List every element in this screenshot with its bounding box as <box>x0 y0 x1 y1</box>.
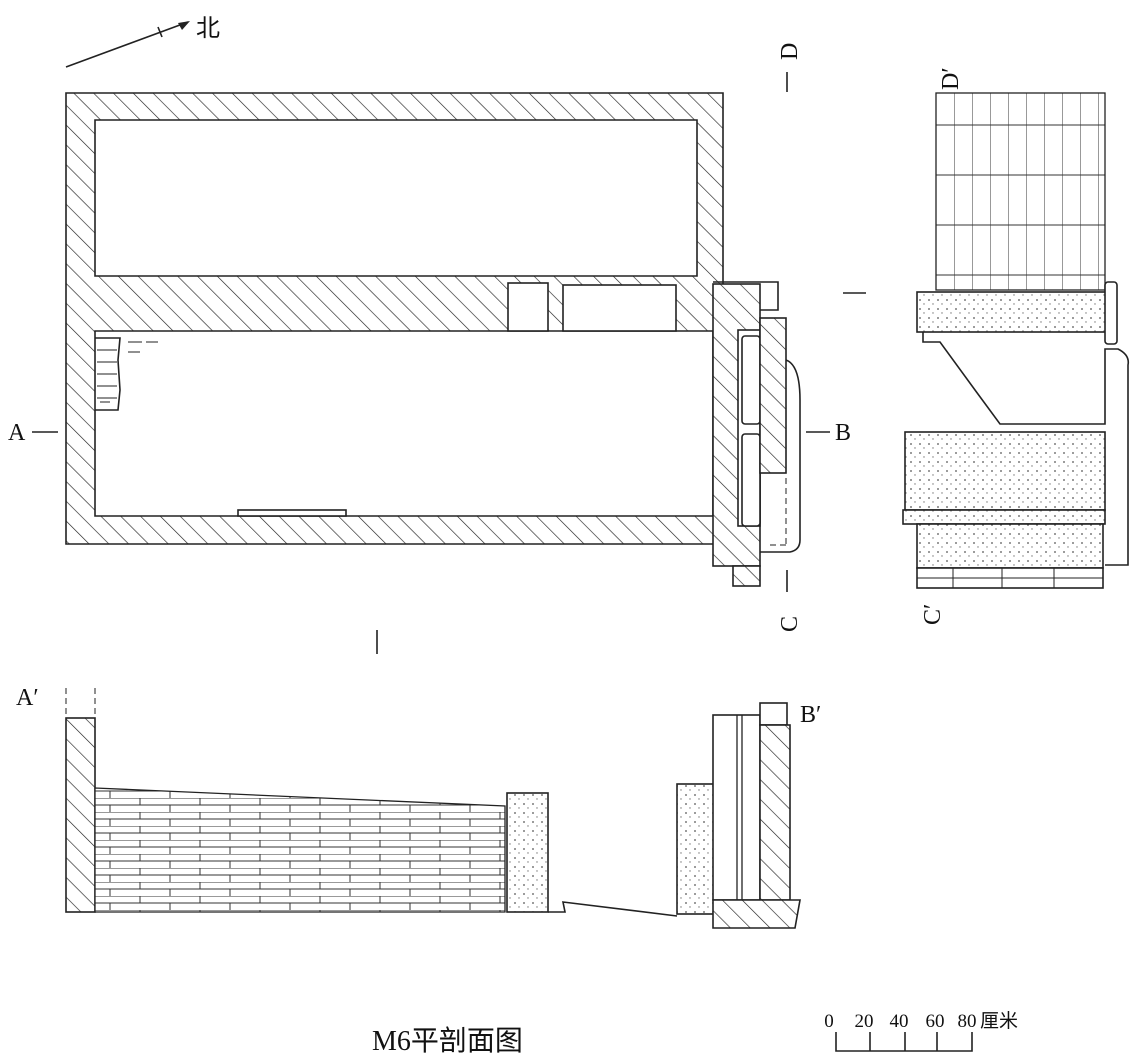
carved-brick-panel <box>676 783 719 915</box>
section-label-a-prime: A′ <box>16 685 39 711</box>
scale-unit: 厘米 <box>980 1010 1018 1032</box>
partition-opening <box>562 284 677 332</box>
scale-bar: 0 20 40 60 80 厘米 <box>824 1010 1018 1052</box>
collapsed-bricks <box>95 337 158 411</box>
section-label-b-prime: B′ <box>800 702 821 728</box>
carved-lower-panel <box>916 523 1104 569</box>
carved-lintel <box>916 291 1107 333</box>
carved-tiger-panel <box>904 431 1106 511</box>
north-label: 北 <box>196 15 220 42</box>
brick-wall-elevation <box>935 92 1106 291</box>
scale-tick-label: 20 <box>855 1011 874 1032</box>
north-arrow-icon <box>65 21 189 68</box>
tomb-entrance <box>712 281 801 587</box>
section-c-d: D′ C′ <box>902 67 1130 625</box>
north-arrow: 北 <box>65 15 220 68</box>
scale-tick-label: 0 <box>824 1011 834 1032</box>
tomb-plan <box>65 92 801 587</box>
scale-tick-label: 40 <box>890 1011 909 1032</box>
scale-tick-label: 80 <box>958 1011 977 1032</box>
floor-slab <box>237 509 347 517</box>
section-label-d-prime: D′ <box>938 67 964 90</box>
section-label-c-prime: C′ <box>920 604 946 625</box>
section-label-b: B <box>835 420 851 446</box>
section-a-b: A′ B′ <box>16 685 821 929</box>
carved-brick-panel <box>506 792 549 913</box>
section-label-c: C <box>777 616 803 632</box>
section-label-d: D <box>777 43 803 60</box>
partition-brick <box>507 282 549 332</box>
scale-tick-label: 60 <box>926 1011 945 1032</box>
brick-wall-section <box>94 787 506 913</box>
drawing-title: M6平剖面图 <box>372 1025 523 1057</box>
section-label-a: A <box>8 420 26 446</box>
